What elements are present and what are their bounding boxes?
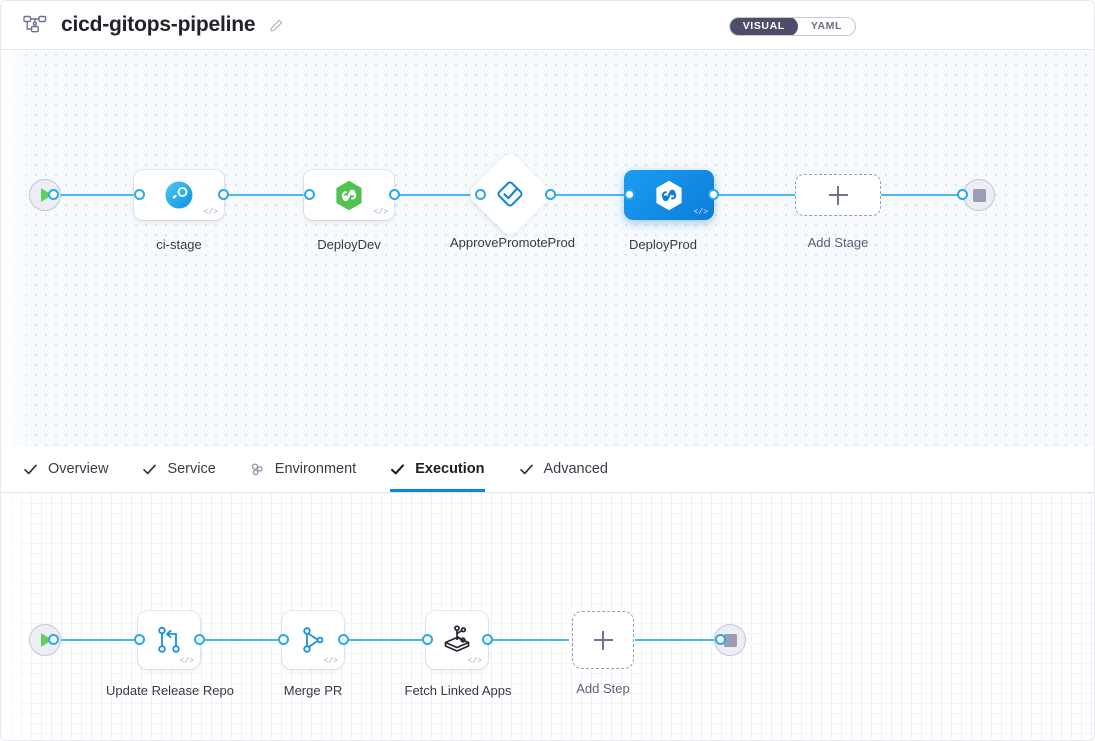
git-branch-icon [158,626,180,653]
code-badge: </> [467,657,482,666]
add-stage-button[interactable] [795,174,881,216]
port-fetch-out[interactable] [482,634,493,645]
edge-update-to-merge [199,639,291,641]
port-start-out[interactable] [48,189,59,200]
port-merge-out[interactable] [338,634,349,645]
stage-node-deploydev[interactable]: </> [304,170,394,220]
toggle-yaml[interactable]: YAML [810,20,842,32]
pencil-edit-icon[interactable] [267,16,285,34]
code-badge: </> [373,208,388,217]
stage-label-approve: ApprovePromoteProd [450,235,576,250]
port-end-in[interactable] [957,189,968,200]
add-stage-label: Add Stage [807,235,869,250]
stage-config-tabs: Overview Service Environment [1,446,1094,493]
edge-deployprod-to-addstage [709,194,799,196]
gitops-fetch-icon [444,625,470,652]
play-icon [41,633,52,647]
tab-advanced[interactable]: Advanced [519,446,609,492]
port-exec-end-in[interactable] [715,634,726,645]
code-badge: </> [203,208,218,217]
stop-icon [723,633,737,647]
edge-start-to-ci [53,194,145,196]
stage-label-ci-stage: ci-stage [156,237,202,252]
stage-node-deployprod[interactable]: </> [624,170,714,220]
port-update-out[interactable] [194,634,205,645]
tab-service[interactable]: Service [142,446,216,492]
step-label-merge-pr: Merge PR [283,683,343,698]
edge-ci-to-deploydev [224,194,324,196]
port-exec-start-out[interactable] [48,634,59,645]
view-mode-toggle[interactable]: VISUAL YAML [728,17,856,36]
tab-label: Advanced [543,461,609,477]
step-label-fetch-linked-apps: Fetch Linked Apps [404,683,512,698]
stage-node-ci-stage[interactable]: </> [134,170,224,220]
port-approve-out[interactable] [545,189,556,200]
port-approve-in[interactable] [475,189,486,200]
step-node-fetch-linked-apps[interactable]: </> [426,611,488,669]
pipeline-flow-icon [23,13,47,37]
check-icon [23,462,38,477]
code-badge: </> [323,657,338,666]
check-icon [519,462,534,477]
execution-steps-canvas[interactable]: </> Update Release Repo </> Merge PR [1,493,1094,740]
add-step-button[interactable] [572,611,634,669]
toggle-visual[interactable]: VISUAL [729,18,798,35]
hexagon-environment-icon [250,462,265,477]
port-update-in[interactable] [134,634,145,645]
code-badge: </> [693,208,708,217]
edge-fetch-to-addstep [487,639,569,641]
pipeline-header: cicd-gitops-pipeline VISUAL YAML [1,1,1094,50]
harness-ci-icon [165,181,193,209]
tab-label: Service [167,461,216,477]
white-hexagon-gitops-icon [656,180,682,210]
port-deployprod-out[interactable] [708,189,719,200]
port-ci-out[interactable] [218,189,229,200]
step-label-update-release-repo: Update Release Repo [106,683,234,698]
tab-overview[interactable]: Overview [23,446,108,492]
edge-merge-to-fetch [343,639,435,641]
page-title: cicd-gitops-pipeline [61,13,256,36]
pipeline-end-node[interactable] [963,179,995,211]
stop-icon [972,188,986,202]
edge-start-to-update [53,639,145,641]
approval-diamond-icon [479,163,541,225]
port-ci-in[interactable] [134,189,145,200]
port-deployprod-in[interactable] [624,189,635,200]
check-icon [390,462,405,477]
code-badge: </> [179,657,194,666]
plus-icon [828,185,848,205]
canvas-left-fade [1,493,35,740]
stage-graph-canvas[interactable]: </> ci-stage </> DeployDev [1,50,1094,446]
check-icon [142,462,157,477]
tab-label: Overview [48,461,109,477]
edge-approve-to-deployprod [540,194,630,196]
edge-deploydev-to-approve [395,194,480,196]
port-deploydev-in[interactable] [304,189,315,200]
git-merge-icon [303,627,324,653]
tab-environment[interactable]: Environment [250,446,356,492]
plus-icon [593,630,613,650]
canvas-left-fade [1,50,35,446]
add-step-label: Add Step [576,681,630,696]
stage-label-deploydev: DeployDev [317,237,381,252]
green-hexagon-gitops-icon [336,180,362,210]
port-deploydev-out[interactable] [389,189,400,200]
tab-execution[interactable]: Execution [390,446,485,492]
port-merge-in[interactable] [278,634,289,645]
step-node-update-release-repo[interactable]: </> [138,611,200,669]
edge-addstep-to-end [635,639,721,641]
stage-label-deployprod: DeployProd [629,237,697,252]
edge-addstage-to-end [876,194,969,196]
tab-label: Execution [415,461,485,477]
tab-label: Environment [274,461,357,477]
play-icon [41,188,52,202]
port-fetch-in[interactable] [422,634,433,645]
step-node-merge-pr[interactable]: </> [282,611,344,669]
